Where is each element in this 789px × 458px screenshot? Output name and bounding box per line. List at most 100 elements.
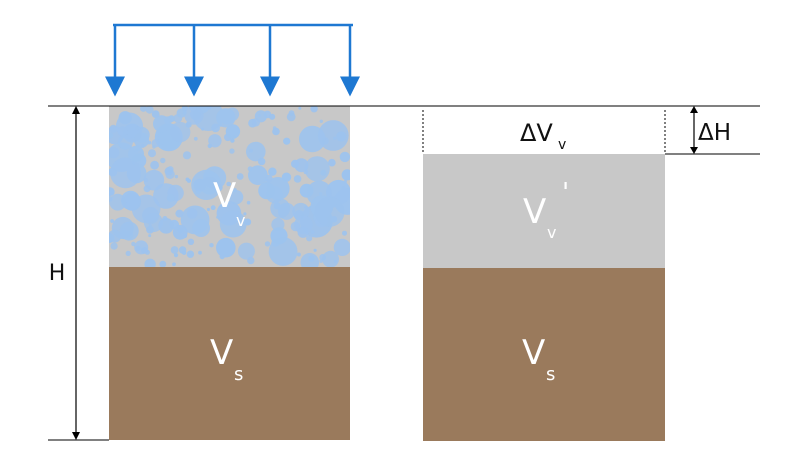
water-bubble bbox=[236, 173, 244, 180]
water-bubble bbox=[159, 260, 167, 267]
delta-height-label: ΔH bbox=[698, 120, 731, 146]
water-bubble bbox=[310, 106, 318, 113]
water-bubble bbox=[150, 160, 160, 170]
water-bubble bbox=[174, 174, 179, 179]
water-bubble bbox=[219, 210, 247, 238]
water-bubble bbox=[232, 188, 237, 193]
water-bubble bbox=[109, 229, 122, 243]
water-bubble bbox=[283, 137, 291, 145]
water-bubble bbox=[193, 136, 198, 141]
void-volume-label: V bbox=[213, 176, 236, 216]
water-bubble bbox=[264, 241, 271, 247]
water-bubble bbox=[291, 159, 300, 168]
water-bubble bbox=[148, 234, 152, 238]
height-dimension bbox=[72, 106, 80, 440]
water-bubble bbox=[247, 165, 268, 185]
water-bubbles-icon bbox=[109, 106, 350, 267]
water-bubble bbox=[208, 134, 222, 148]
water-bubble bbox=[172, 262, 176, 267]
void-volume-compressed-prime: ' bbox=[562, 178, 569, 208]
solid-volume-label: V bbox=[210, 333, 233, 373]
water-bubble bbox=[125, 250, 131, 256]
solid-zone-compressed bbox=[423, 268, 665, 441]
water-bubble bbox=[270, 227, 288, 245]
water-bubble bbox=[158, 130, 173, 146]
water-bubble bbox=[109, 146, 120, 159]
water-bubble bbox=[168, 115, 175, 123]
water-bubble bbox=[151, 110, 160, 118]
water-bubble bbox=[128, 145, 144, 162]
solid-volume-subscript: s bbox=[234, 364, 243, 385]
water-bubble bbox=[225, 124, 241, 139]
water-bubble bbox=[207, 143, 212, 149]
water-bubble bbox=[117, 134, 133, 150]
water-bubble bbox=[181, 250, 187, 255]
water-bubble bbox=[153, 115, 170, 133]
water-bubble bbox=[142, 207, 160, 224]
water-bubble bbox=[336, 131, 347, 142]
water-bubble bbox=[286, 112, 296, 122]
water-bubble bbox=[299, 125, 326, 153]
water-bubble bbox=[211, 123, 221, 133]
delta-void-label: ΔV bbox=[520, 119, 553, 147]
solid-zone-initial bbox=[109, 267, 350, 440]
water-bubble bbox=[300, 253, 320, 267]
water-bubble bbox=[209, 243, 214, 248]
water-bubble bbox=[172, 224, 188, 240]
water-bubble bbox=[186, 208, 198, 219]
delta-void-subscript: v bbox=[558, 137, 566, 153]
water-bubble bbox=[341, 169, 350, 181]
water-bubble bbox=[216, 108, 236, 128]
void-volume-compressed-subscript: v bbox=[547, 223, 556, 242]
water-bubble bbox=[333, 136, 337, 140]
void-zone-compressed bbox=[423, 154, 665, 268]
water-bubble bbox=[328, 158, 336, 167]
water-bubble bbox=[342, 230, 347, 236]
height-label: H bbox=[49, 261, 66, 286]
water-bubble bbox=[246, 141, 266, 162]
water-bubble bbox=[145, 106, 154, 114]
solid-volume-compressed-subscript: s bbox=[546, 364, 555, 385]
water-bubble bbox=[192, 219, 211, 238]
water-bubble bbox=[206, 207, 210, 212]
water-bubble bbox=[293, 175, 302, 183]
water-bubble bbox=[251, 118, 260, 127]
water-bubble bbox=[243, 212, 247, 216]
water-bubble bbox=[148, 149, 156, 158]
void-volume-subscript: v bbox=[236, 211, 245, 230]
water-bubble bbox=[173, 253, 179, 258]
water-bubble bbox=[160, 157, 166, 164]
water-bubble bbox=[269, 113, 276, 120]
water-bubble bbox=[151, 139, 160, 148]
water-bubble bbox=[216, 237, 236, 258]
water-bubble bbox=[297, 226, 309, 238]
water-bubble bbox=[144, 258, 156, 267]
water-bubble bbox=[319, 259, 323, 263]
water-bubble bbox=[166, 194, 175, 202]
water-bubble bbox=[187, 238, 195, 245]
water-bubble bbox=[310, 230, 315, 234]
water-bubble bbox=[246, 200, 251, 205]
water-bubble bbox=[306, 235, 313, 242]
water-bubble bbox=[189, 106, 197, 112]
water-bubble bbox=[170, 246, 179, 254]
water-bubble bbox=[198, 250, 202, 255]
water-bubble bbox=[182, 151, 192, 160]
water-bubble bbox=[272, 126, 277, 130]
water-bubble bbox=[237, 242, 255, 260]
water-bubble bbox=[170, 121, 191, 143]
water-bubble bbox=[298, 106, 302, 110]
water-bubble bbox=[313, 248, 317, 252]
water-bubble bbox=[121, 190, 141, 210]
void-volume-compressed-label: V bbox=[523, 192, 546, 232]
water-bubble bbox=[322, 250, 339, 267]
water-bubble bbox=[320, 169, 327, 176]
water-bubble bbox=[186, 178, 191, 183]
water-bubble bbox=[333, 238, 350, 256]
water-bubble bbox=[133, 132, 150, 148]
water-bubble bbox=[226, 181, 231, 187]
water-bubble bbox=[134, 240, 149, 255]
water-bubble bbox=[131, 241, 136, 247]
solid-volume-compressed-label: V bbox=[522, 333, 545, 373]
